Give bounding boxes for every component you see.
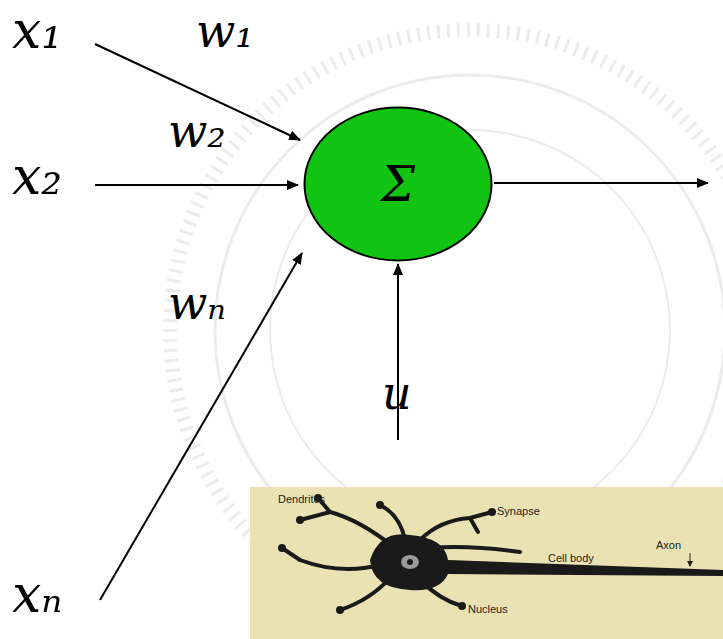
bias-symbol: u xyxy=(382,370,412,416)
node-symbol: Σ xyxy=(303,106,493,262)
weight-symbol: w₂ xyxy=(168,108,226,154)
part-name: Axon xyxy=(656,540,681,551)
summation-circle: Σ xyxy=(303,106,493,262)
weight-symbol: w₁ xyxy=(196,8,254,54)
part-name: Nucleus xyxy=(468,604,508,615)
part-name: Cell body xyxy=(548,553,594,564)
input-symbol: xₙ xyxy=(12,568,62,620)
part-name: Synapse xyxy=(497,506,540,517)
input-symbol: x₁ xyxy=(12,4,62,56)
neuron-illustration xyxy=(250,487,723,639)
part-name: Dendrites xyxy=(278,494,325,505)
input-symbol: x₂ xyxy=(12,150,62,202)
output-arrow xyxy=(494,182,708,184)
input-arrow xyxy=(95,184,298,186)
weight-symbol: wₙ xyxy=(168,280,226,326)
